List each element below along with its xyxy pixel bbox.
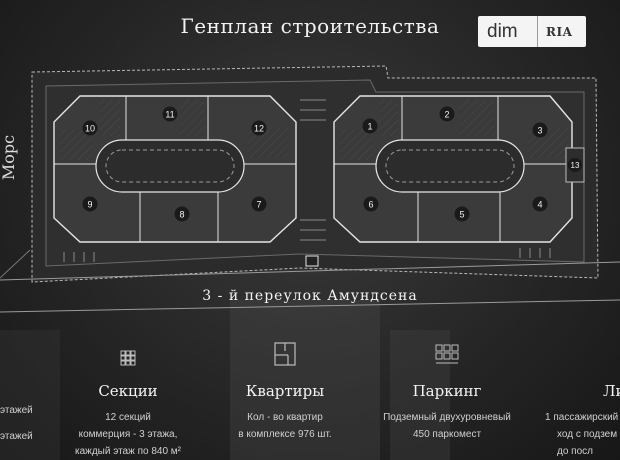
section-badge-10 xyxy=(82,120,98,136)
section-label-3: 3 xyxy=(537,126,542,136)
street-line-top xyxy=(0,261,620,281)
section-badge-9 xyxy=(82,196,98,212)
info-lifts-line2: ход с подзем xyxy=(557,429,618,440)
section-label-5: 5 xyxy=(459,210,464,220)
info-col0-line1: этажей xyxy=(0,405,33,416)
section-label-7: 7 xyxy=(256,200,261,210)
info-sections-title: Секции xyxy=(98,382,158,400)
section-badge-5 xyxy=(454,206,470,222)
section-label-1: 1 xyxy=(367,122,372,132)
entrance-marker xyxy=(305,255,319,267)
info-sections-text: 12 секций коммерция - 3 этажа, каждый эт… xyxy=(58,409,198,460)
info-lifts-line1: 1 пассажирский xyxy=(545,412,619,423)
info-parking-title: Паркинг xyxy=(412,382,482,400)
info-col0-line2: этажей xyxy=(0,431,33,442)
section-label-2: 2 xyxy=(444,110,449,120)
section-label-6: 6 xyxy=(368,200,373,210)
section-label-4: 4 xyxy=(537,200,542,210)
section-badge-12 xyxy=(251,120,267,136)
street-line-left xyxy=(0,249,31,279)
info-lifts-line3: до посл xyxy=(557,446,593,457)
logo-dim-text: dim xyxy=(487,20,518,42)
parking-icon xyxy=(372,342,522,366)
section-badge-1 xyxy=(362,118,378,134)
section-label-13: 13 xyxy=(571,161,580,170)
section-label-9: 9 xyxy=(87,200,92,210)
info-parking-line2: 450 паркомест xyxy=(412,429,482,440)
info-apartments-line1: Кол - во квартир xyxy=(247,412,323,423)
info-col-0: этажей этажей xyxy=(0,402,33,445)
page-title: Генплан строительства xyxy=(180,14,440,38)
building-ring-right xyxy=(333,95,585,243)
section-badge-11 xyxy=(162,106,178,122)
section-badge-8 xyxy=(174,206,190,222)
section-badges-left: 10 11 12 9 8 7 xyxy=(82,106,267,222)
section-badge-2 xyxy=(439,106,455,122)
info-apartments-text: Кол - во квартир в комплексе 976 шт. xyxy=(215,409,355,443)
info-lifts-title: Ли xyxy=(603,382,620,400)
info-apartments: Квартиры Кол - во квартир в комплексе 97… xyxy=(215,342,355,443)
background-buildings xyxy=(0,300,450,460)
grid-icon xyxy=(58,342,198,366)
courtyard-right xyxy=(375,139,525,193)
info-sections-line3: каждый этаж по 840 м² xyxy=(74,446,182,457)
logo-divider xyxy=(537,16,538,47)
dim-ria-logo[interactable]: dim RIA xyxy=(478,16,586,47)
floor-plan-icon xyxy=(215,342,355,366)
street-label: 3 - й переулок Амундсена xyxy=(202,288,418,304)
side-street-label-left: Морс xyxy=(0,134,19,181)
info-parking: Паркинг Подземный двухуровневый 450 парк… xyxy=(372,342,522,443)
section-badges-right: 1 2 3 6 5 4 13 xyxy=(362,106,582,222)
info-parking-text: Подземный двухуровневый 450 паркомест xyxy=(372,409,522,443)
section-badge-7 xyxy=(251,196,267,212)
parking-marks xyxy=(63,99,551,262)
section-badge-6 xyxy=(363,196,379,212)
logo-ria-text: RIA xyxy=(546,24,573,39)
section-badge-4 xyxy=(532,196,548,212)
info-apartments-line2: в комплексе 976 шт. xyxy=(238,429,332,440)
section-label-12: 12 xyxy=(254,124,264,134)
info-apartments-title: Квартиры xyxy=(245,382,325,400)
section-label-11: 11 xyxy=(165,110,174,120)
section-badge-3 xyxy=(532,122,548,138)
info-lifts-text: 1 пассажирский ход с подзем до посл xyxy=(545,409,620,460)
section-badge-13 xyxy=(568,158,582,172)
info-sections-line2: коммерция - 3 этажа, xyxy=(78,429,178,440)
info-sections: Секции 12 секций коммерция - 3 этажа, ка… xyxy=(58,342,198,460)
right-corner-hatches xyxy=(340,100,568,160)
courtyard-left xyxy=(95,139,245,193)
info-lifts: Ли 1 пассажирский ход с подзем до посл xyxy=(545,342,620,460)
info-parking-line1: Подземный двухуровневый xyxy=(383,412,511,423)
lift-icon xyxy=(545,342,620,366)
info-sections-line1: 12 секций xyxy=(105,412,151,423)
street-line-bottom xyxy=(0,299,620,313)
section-label-10: 10 xyxy=(85,124,95,134)
section-label-8: 8 xyxy=(179,210,184,220)
